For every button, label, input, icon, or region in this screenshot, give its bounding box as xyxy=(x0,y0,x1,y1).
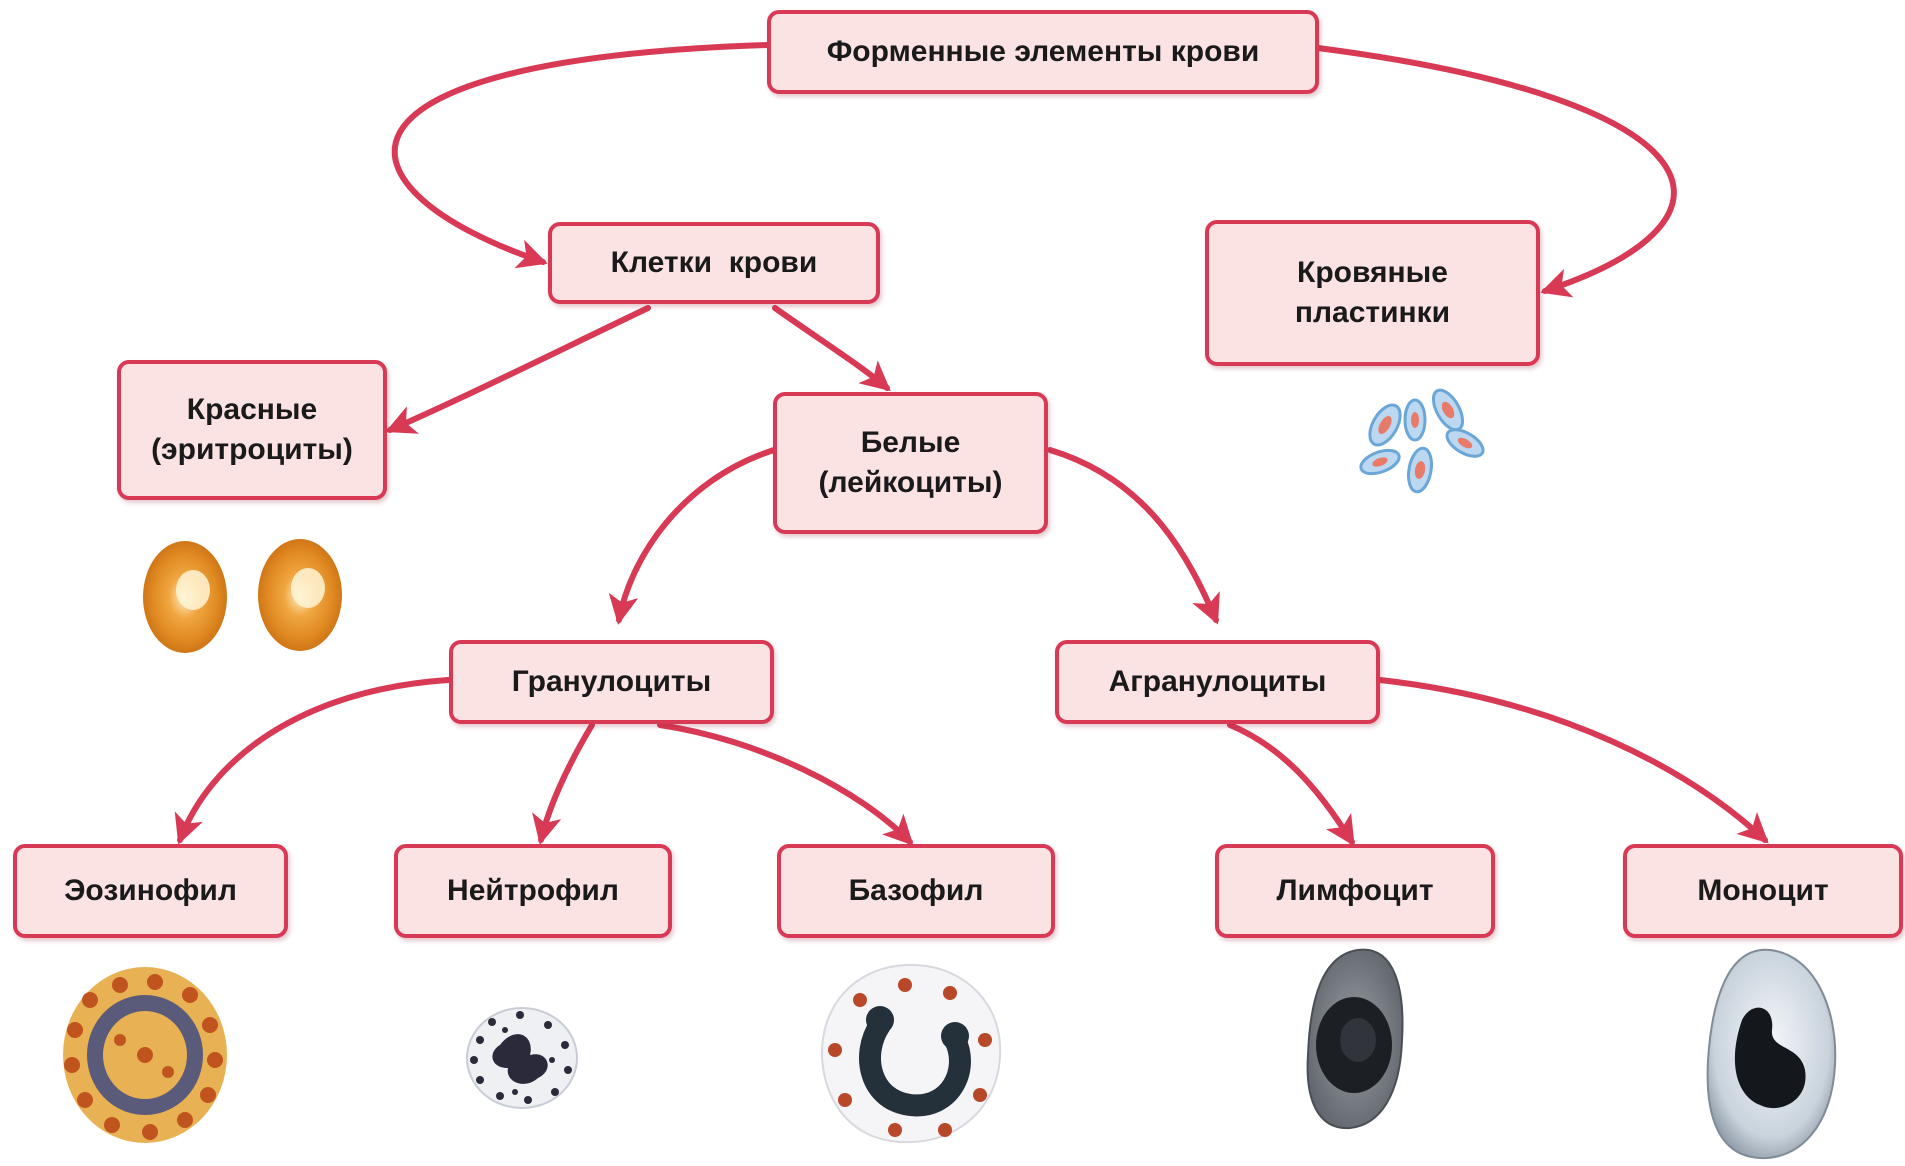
node-lymphocyte: Лимфоцит xyxy=(1215,844,1495,938)
arrow-root-to-cells xyxy=(391,42,770,269)
node-cells: Клетки крови xyxy=(548,222,880,304)
node-platelets-label-1: Кровяные xyxy=(1297,255,1448,289)
monocyte-cell-icon xyxy=(1706,948,1837,1160)
erythrocyte-pair-icon xyxy=(143,539,342,653)
arrow-white-to-agranulocytes xyxy=(1047,447,1220,625)
node-monocyte: Моноцит xyxy=(1623,844,1903,938)
node-platelets: Кровяные пластинки xyxy=(1205,220,1540,366)
lymphocyte-cell-icon xyxy=(1306,948,1404,1130)
node-monocyte-label: Моноцит xyxy=(1697,873,1829,907)
node-red-label-1: Красные xyxy=(186,392,318,426)
arrow-granulocytes-to-neutrophil xyxy=(532,722,595,845)
arrow-agranulocytes-to-lymphocyte xyxy=(1227,722,1355,847)
node-red: Красные (эритроциты) xyxy=(117,360,387,500)
node-cells-label: Клетки крови xyxy=(610,245,818,279)
node-root: Форменные элементы крови xyxy=(767,10,1319,94)
neutrophil-cell-icon xyxy=(466,1007,578,1109)
node-eosinophil-label: Эозинофил xyxy=(64,873,237,907)
node-lymphocyte-label: Лимфоцит xyxy=(1276,873,1434,907)
node-root-label: Форменные элементы крови xyxy=(826,34,1260,68)
node-basophil-label: Базофил xyxy=(848,873,984,907)
node-red-label-2: (эритроциты) xyxy=(151,433,353,466)
node-neutrophil-label: Нейтрофил xyxy=(447,873,619,907)
node-eosinophil: Эозинофил xyxy=(13,844,288,938)
platelets-cluster-icon xyxy=(1359,388,1485,494)
arrow-granulocytes-to-basophil xyxy=(657,722,914,846)
arrow-granulocytes-to-eosinophil xyxy=(174,677,451,845)
node-white-label-1: Белые xyxy=(860,425,961,459)
arrow-white-to-granulocytes xyxy=(608,447,777,625)
eosinophil-cell-icon xyxy=(63,967,227,1143)
node-platelets-label-2: пластинки xyxy=(1294,296,1451,329)
arrow-root-to-platelets xyxy=(1315,45,1677,298)
arrow-cells-to-red xyxy=(385,305,651,434)
node-white-label-2: (лейкоциты) xyxy=(818,466,1003,499)
arrow-cells-to-white xyxy=(772,305,891,392)
node-agranulocytes: Агранулоциты xyxy=(1055,640,1380,724)
basophil-cell-icon xyxy=(820,963,1002,1144)
node-agranulocytes-label: Агранулоциты xyxy=(1108,664,1327,698)
arrow-agranulocytes-to-monocyte xyxy=(1377,677,1769,844)
node-white: Белые (лейкоциты) xyxy=(773,392,1048,534)
node-neutrophil: Нейтрофил xyxy=(394,844,672,938)
node-granulocytes: Гранулоциты xyxy=(449,640,774,724)
node-granulocytes-label: Гранулоциты xyxy=(511,664,712,698)
node-basophil: Базофил xyxy=(777,844,1055,938)
